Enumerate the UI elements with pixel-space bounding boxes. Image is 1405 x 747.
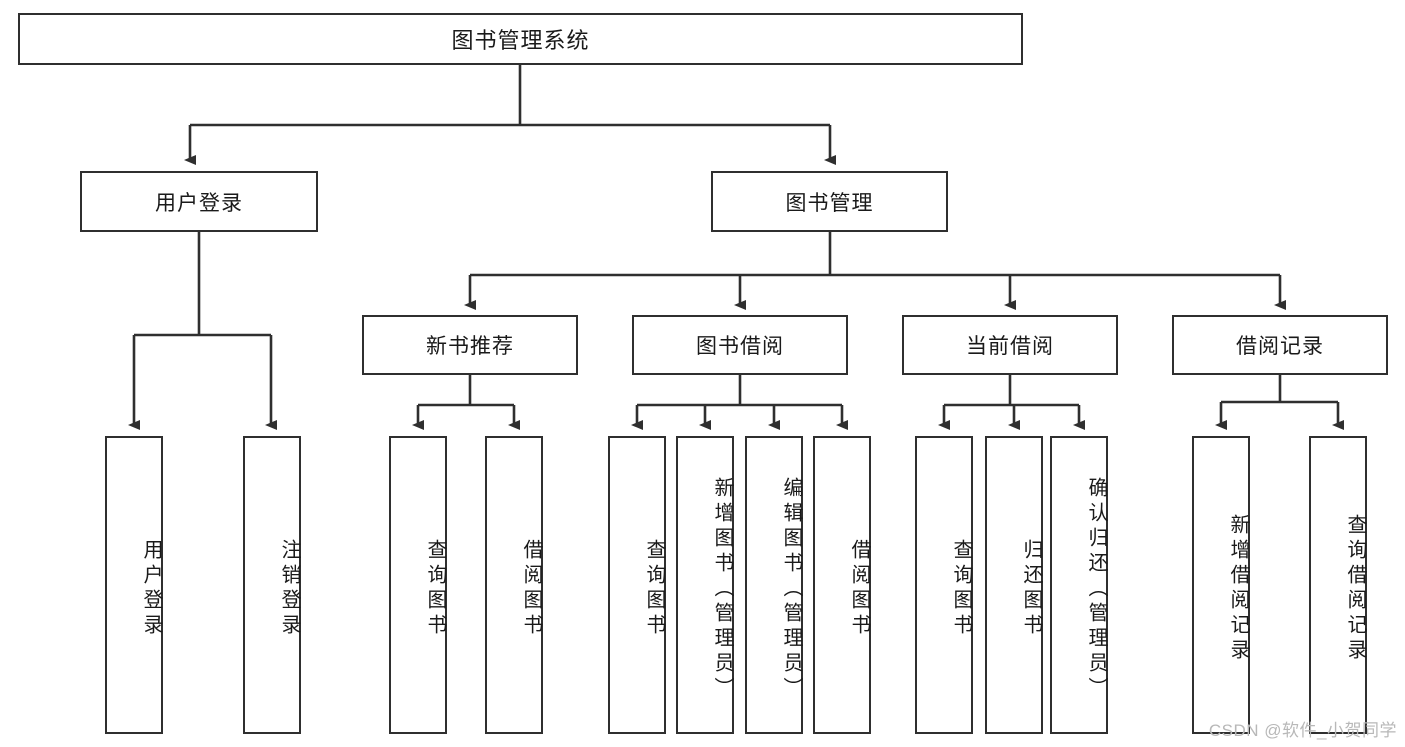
node-borrow-record[interactable]: 借阅记录	[1172, 315, 1388, 375]
node-leaf-logout-login-label: 注销登录	[278, 539, 300, 639]
node-leaf-user-login-label: 用户登录	[140, 539, 162, 639]
node-leaf-query-book-1[interactable]: 查询图书	[389, 436, 447, 734]
node-root-label: 图书管理系统	[451, 28, 590, 53]
node-leaf-query-record[interactable]: 查询借阅记录	[1309, 436, 1367, 734]
node-leaf-confirm-return[interactable]: 确认归还（管理员）	[1050, 436, 1108, 734]
node-leaf-add-book[interactable]: 新增图书（管理员）	[676, 436, 734, 734]
node-book-manage[interactable]: 图书管理	[711, 171, 948, 232]
node-current-borrow[interactable]: 当前借阅	[902, 315, 1118, 375]
node-leaf-logout-login[interactable]: 注销登录	[243, 436, 301, 734]
node-leaf-user-login[interactable]: 用户登录	[105, 436, 163, 734]
node-leaf-add-book-label: 新增图书（管理员）	[711, 476, 733, 702]
node-new-book-recommend[interactable]: 新书推荐	[362, 315, 578, 375]
node-new-book-recommend-label: 新书推荐	[426, 335, 514, 358]
node-leaf-edit-book-label: 编辑图书（管理员）	[780, 476, 802, 702]
node-leaf-add-record-label: 新增借阅记录	[1227, 514, 1249, 664]
node-leaf-borrow-book-2-label: 借阅图书	[848, 539, 870, 639]
node-leaf-confirm-return-label: 确认归还（管理员）	[1085, 476, 1107, 702]
node-current-borrow-label: 当前借阅	[966, 335, 1054, 358]
node-leaf-edit-book[interactable]: 编辑图书（管理员）	[745, 436, 803, 734]
node-leaf-query-record-label: 查询借阅记录	[1344, 514, 1366, 664]
node-leaf-return-book[interactable]: 归还图书	[985, 436, 1043, 734]
node-book-borrow-label: 图书借阅	[696, 335, 784, 358]
node-user-login-label: 用户登录	[155, 191, 243, 215]
node-leaf-query-book-2-label: 查询图书	[643, 539, 665, 639]
node-leaf-query-book-3-label: 查询图书	[950, 539, 972, 639]
node-user-login[interactable]: 用户登录	[80, 171, 318, 232]
node-leaf-borrow-book-1-label: 借阅图书	[520, 539, 542, 639]
node-leaf-query-book-2[interactable]: 查询图书	[608, 436, 666, 734]
node-leaf-borrow-book-2[interactable]: 借阅图书	[813, 436, 871, 734]
node-book-manage-label: 图书管理	[785, 191, 874, 215]
node-leaf-borrow-book-1[interactable]: 借阅图书	[485, 436, 543, 734]
node-borrow-record-label: 借阅记录	[1236, 335, 1324, 358]
node-leaf-add-record[interactable]: 新增借阅记录	[1192, 436, 1250, 734]
node-leaf-query-book-1-label: 查询图书	[424, 539, 446, 639]
node-leaf-query-book-3[interactable]: 查询图书	[915, 436, 973, 734]
node-leaf-return-book-label: 归还图书	[1020, 539, 1042, 639]
node-root[interactable]: 图书管理系统	[18, 13, 1023, 65]
node-book-borrow[interactable]: 图书借阅	[632, 315, 848, 375]
